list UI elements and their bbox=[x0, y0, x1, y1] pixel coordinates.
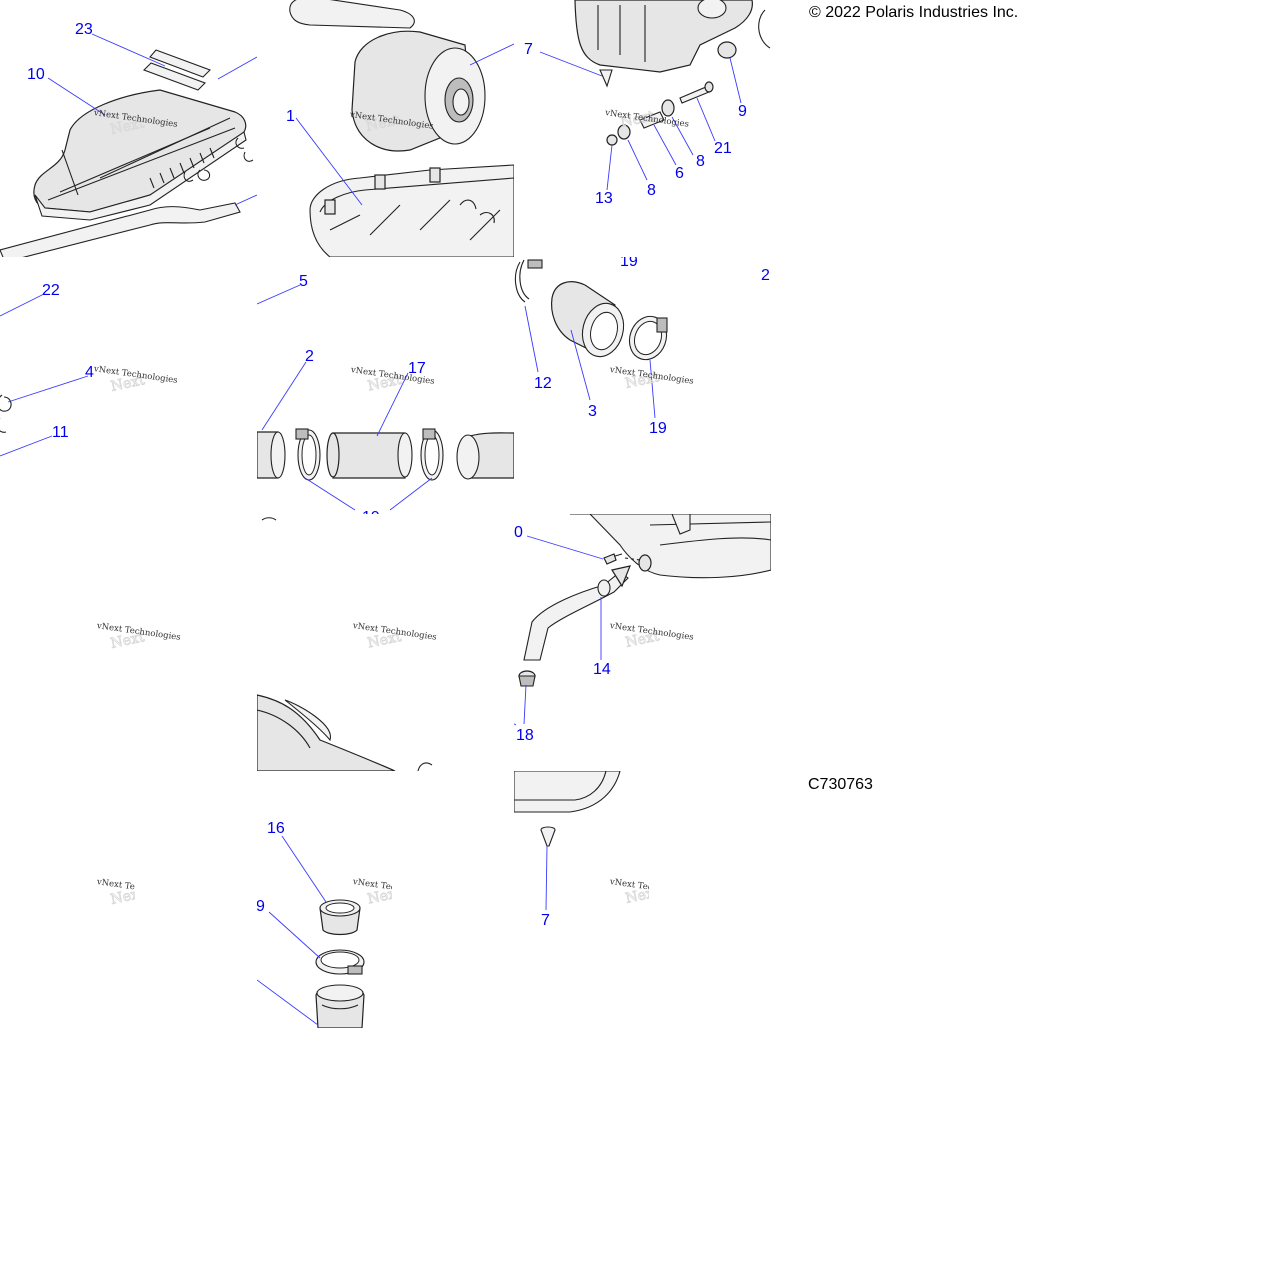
callout-7: 7 bbox=[524, 41, 533, 58]
airbox-base-part-1 bbox=[309, 164, 514, 257]
tile-clips: Next vNext Technologies 22 4 11 bbox=[0, 282, 178, 457]
callout-18: 18 bbox=[516, 727, 534, 744]
callout-4: 4 bbox=[85, 364, 94, 381]
callout-6: 6 bbox=[675, 165, 684, 182]
spacer-part-8a bbox=[661, 99, 675, 117]
callout-1x: 1 bbox=[505, 640, 514, 657]
callout-5: 5 bbox=[299, 273, 308, 290]
svg-text:Next: Next bbox=[619, 108, 656, 131]
clamp-part-19-coupler bbox=[628, 315, 668, 361]
svg-text:Next: Next bbox=[366, 885, 403, 908]
svg-text:vNext Technologies: vNext Technologies bbox=[351, 877, 437, 899]
callout-14: 14 bbox=[593, 661, 611, 678]
tile-duct-section: Next vNext Technologies bbox=[257, 517, 437, 771]
svg-text:Next: Next bbox=[109, 885, 146, 908]
svg-text:Next: Next bbox=[624, 369, 661, 392]
svg-text:vNext Technologies: vNext Technologies bbox=[608, 877, 694, 899]
bolt-part-21 bbox=[679, 81, 714, 104]
airbox-lower bbox=[574, 0, 771, 73]
drain-plug-part-7b bbox=[540, 826, 556, 847]
tile-coupler: Next vNext Technologies 19 2 12 3 19 bbox=[514, 253, 770, 437]
clamp-part-19-left bbox=[295, 428, 321, 481]
decal-part-23 bbox=[143, 49, 211, 91]
copyright-notice: © 2022 Polaris Industries Inc. bbox=[809, 4, 1019, 21]
drain-hose-part-14 bbox=[523, 565, 631, 661]
tile-empty-j: Next vNext Technologies bbox=[95, 877, 181, 908]
tube-part-17 bbox=[326, 432, 413, 479]
callout-7: 7 bbox=[541, 912, 550, 929]
svg-text:Next: Next bbox=[366, 629, 403, 652]
callout-8: 8 bbox=[647, 182, 656, 199]
callout-10: 10 bbox=[27, 66, 45, 83]
callout-17: 17 bbox=[408, 360, 426, 377]
svg-text:Next: Next bbox=[366, 372, 403, 395]
drawing-code: C730763 bbox=[808, 776, 873, 793]
callout-19: 19 bbox=[362, 509, 380, 526]
svg-text:Next: Next bbox=[364, 112, 401, 135]
drain-plug-part-7 bbox=[599, 69, 613, 88]
callout-16: 16 bbox=[267, 820, 285, 837]
clamp-part-19-right bbox=[420, 428, 444, 481]
nut-part-13 bbox=[606, 134, 618, 146]
coupler-part-3 bbox=[550, 281, 625, 358]
tile-air-filter: Next vNext Technologies 1 bbox=[286, 0, 514, 257]
air-filter-cylinder bbox=[351, 30, 486, 152]
callout-2x: 2 bbox=[761, 267, 770, 284]
callout-21: 21 bbox=[714, 140, 732, 157]
callout-19: 19 bbox=[620, 253, 638, 270]
callout-9: 9 bbox=[256, 898, 265, 915]
callout-19: 19 bbox=[649, 420, 667, 437]
callout-20: 0 bbox=[514, 524, 523, 541]
clamp-part-9 bbox=[315, 949, 365, 975]
tile-airbox-cover: Next vNext Technologies 23 10 bbox=[0, 21, 257, 257]
callout-2: 2 bbox=[305, 348, 314, 365]
tile-empty-g: Next vNext Technologies bbox=[95, 621, 181, 652]
adapter-part-16 bbox=[319, 899, 361, 936]
airbox-cover-part-10 bbox=[33, 89, 247, 221]
svg-text:Next: Next bbox=[109, 115, 146, 138]
bolt-part-20 bbox=[603, 553, 623, 565]
spacer-part-8b bbox=[617, 124, 631, 140]
svg-text:Next: Next bbox=[109, 629, 146, 652]
tile-intake-tube: Next vNext Technologies 5 2 17 19 bbox=[257, 273, 514, 526]
tile-drain-tube: Next vNext Technologies 0 1 14 15 18 bbox=[479, 514, 771, 744]
callout-13: 13 bbox=[595, 190, 613, 207]
clamp-part-12 bbox=[514, 259, 543, 303]
callout-1: 1 bbox=[286, 108, 295, 125]
boot-part bbox=[315, 984, 365, 1028]
callout-12: 12 bbox=[534, 375, 552, 392]
callout-22: 22 bbox=[42, 282, 60, 299]
spacer-part-6 bbox=[639, 111, 665, 129]
cap-part-9 bbox=[717, 41, 737, 59]
callout-8: 8 bbox=[696, 153, 705, 170]
tile-hardware: Next vNext Technologies 7 9 21 8 6 8 13 bbox=[524, 0, 771, 207]
svg-text:Next: Next bbox=[109, 372, 146, 395]
callout-11: 11 bbox=[52, 424, 69, 441]
svg-text:Next: Next bbox=[624, 884, 661, 907]
callout-15: 15 bbox=[479, 701, 497, 718]
tile-drain-plug: Next vNext Technologies 7 bbox=[514, 771, 694, 929]
cap-part-18 bbox=[518, 670, 536, 687]
callout-3: 3 bbox=[588, 403, 597, 420]
svg-text:vNext Technologies: vNext Technologies bbox=[95, 877, 181, 899]
svg-text:Next: Next bbox=[624, 628, 661, 651]
callout-9: 9 bbox=[738, 103, 747, 120]
callout-23: 23 bbox=[75, 21, 93, 38]
tile-boot: Next vNext Technologies 16 9 bbox=[256, 820, 437, 1028]
